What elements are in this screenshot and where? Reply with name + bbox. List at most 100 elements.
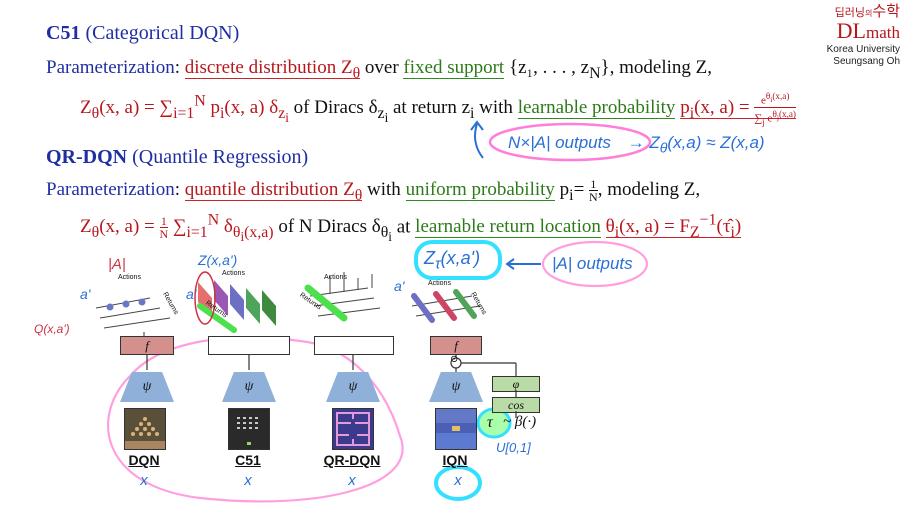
qrdqn-theta-expr3-sub: i xyxy=(730,224,735,242)
c51-formula: Zθ(x, a) = ∑i=1N pi(x, a) δzi xyxy=(80,93,294,125)
qrdqn-of-n-text: of N Diracs δ xyxy=(278,216,381,238)
approx-rest: (x,a) ≈ Z(x,a) xyxy=(667,133,765,152)
iqn-game-screen xyxy=(435,408,477,450)
qrdqn-title-rest: (Quantile Regression) xyxy=(132,146,309,168)
c51-dist-sub: θ xyxy=(352,64,361,82)
dqn-game-screen xyxy=(124,408,166,450)
qrdqn-prob-frac-den: N xyxy=(589,190,598,204)
logo-author: Seungsang Oh xyxy=(833,56,900,67)
output-heads xyxy=(95,271,481,336)
beta-dist: ~ β(·) xyxy=(503,414,537,430)
c51-of-diracs: of Diracs δzi xyxy=(293,97,389,126)
c51-bar xyxy=(214,280,228,316)
qrdqn-sum-sup: N xyxy=(207,212,220,229)
c51-at-return: at return zi xyxy=(392,97,475,122)
qrdqn-param-label: Parameterization xyxy=(46,178,175,200)
logo-korean-left: 딥러닝 xyxy=(834,7,866,19)
iqn-red-mark xyxy=(433,291,457,321)
qrdqn-learnable-loc: learnable return location xyxy=(415,216,601,239)
c51-formula-body-sub: i xyxy=(220,104,225,122)
qrdqn-of-n: of N Diracs δθi xyxy=(278,216,392,245)
c51-label: C51 xyxy=(235,452,261,468)
c51-dist: discrete distribution Zθ xyxy=(184,57,361,82)
qrdqn-prob-eq: = xyxy=(573,178,585,200)
c51-formula-args: (x, a) = ∑ xyxy=(99,97,174,119)
connector-lines xyxy=(146,354,517,376)
iqn-blue-mark xyxy=(411,293,435,323)
c51-formula-delta-subsub: i xyxy=(285,110,289,126)
qrdqn-prob-frac: 1 N xyxy=(589,178,598,203)
qrdqn-colon: : xyxy=(174,178,180,200)
iqn-z-note: Zτ(x,a') xyxy=(424,248,480,273)
qrdqn-theta-expr2: (x, a) = F xyxy=(619,216,690,238)
iqn-outputs-ellipse xyxy=(541,240,649,288)
iqn-z-text: Z xyxy=(424,248,435,268)
qrdqn-prob-sub: i xyxy=(569,186,574,204)
c51-frac-den-sup: θ xyxy=(772,108,777,119)
qrdqn-formula-line: Zθ(x, a) = 1 N ∑i=1N δθi(x,a) of N Dirac… xyxy=(80,212,742,245)
qrdqn-of-n-sub: θ xyxy=(380,224,389,242)
c51-formula-lhs-sub: θ xyxy=(91,104,100,122)
qrdqn-formula-lhs-sub: θ xyxy=(91,224,100,242)
iqn-z-sub: τ xyxy=(435,255,441,273)
tau-symbol: τ xyxy=(487,414,493,431)
iqn-outputs-note: |A| outputs xyxy=(552,254,633,273)
qrdqn-theta-sub: Z xyxy=(690,224,700,242)
qrdqn-modeling: , modeling Z, xyxy=(597,178,701,200)
qrdqn-output-box xyxy=(314,336,394,355)
c51-frac-num-sup: θ xyxy=(765,91,771,101)
c51-bar xyxy=(246,288,260,324)
qrdqn-frac-num: 1 xyxy=(159,214,169,229)
c51-formula-delta-sub: z xyxy=(278,104,286,122)
c51-bar xyxy=(230,284,244,320)
c51-param-line: Parameterization: discrete distribution … xyxy=(46,57,712,83)
qrdqn-formula: Zθ(x, a) = 1 N ∑i=1N δθi(x,a) xyxy=(80,212,274,245)
qrdqn-sum-sub: i=1 xyxy=(186,224,208,242)
c51-formula-line: Zθ(x, a) = ∑i=1N pi(x, a) δzi of Diracs … xyxy=(80,90,796,128)
logo-math: math xyxy=(866,23,900,42)
qrdqn-head xyxy=(304,272,381,322)
qrdqn-sum: ∑ xyxy=(172,216,187,238)
space-invaders-image xyxy=(237,417,258,445)
c51-formula-body2: (x, a) δ xyxy=(224,97,279,119)
iqn-z-args: (x,a') xyxy=(440,248,481,268)
a-prime-dqn-note: a' xyxy=(80,286,91,302)
c51-frac-num-sup2: (x,a) xyxy=(772,91,790,101)
outputs-c51-text: N×|A| outputs xyxy=(508,133,611,152)
q-value-note: Q(x,a') xyxy=(34,322,70,336)
c51-formula-sum-sup: N xyxy=(194,92,206,110)
iqn-head xyxy=(411,289,481,323)
qrdqn-delta: δ xyxy=(223,216,233,238)
c51-frac-den-sup2: (x,a) xyxy=(778,108,796,119)
c51-head xyxy=(194,271,276,333)
dqn-x-note: x xyxy=(140,472,148,489)
logo-korean-right: 수학 xyxy=(872,3,900,20)
logo-dl: DL xyxy=(836,18,866,43)
c51-formula-lhs: Z xyxy=(80,97,92,119)
iqn-label: IQN xyxy=(442,452,468,468)
qrdqn-prob-frac-num: 1 xyxy=(589,177,598,191)
a-prime-iqn-note: a' xyxy=(394,278,405,294)
c51-actions-label: Actions xyxy=(222,270,245,277)
odot-symbol: ⊙ xyxy=(450,354,459,365)
c51-formula-sum-sub: i=1 xyxy=(173,104,195,122)
qrdqn-theta-formula: θi(x, a) = FZ−1(τ̂i) xyxy=(605,212,742,242)
qrdqn-formula-lhs: Z xyxy=(80,216,92,238)
outputs-highlight-ellipse xyxy=(488,122,652,162)
c51-formula-body: p xyxy=(210,97,221,119)
c51-support-set: {z₁, . . . , zN}, modeling Z, xyxy=(509,57,712,82)
enduro-game-image xyxy=(436,409,476,449)
qrdqn-prob-text: p xyxy=(559,178,570,200)
c51-x-note: x xyxy=(244,472,252,489)
qrdqn-with: with xyxy=(367,178,401,200)
qrdqn-green-mark xyxy=(304,284,348,322)
qrdqn-game-screen xyxy=(332,408,374,450)
c51-prob-lhs: p xyxy=(680,97,690,119)
logo: 딥러닝의수학 DLmath Korea University Seungsang… xyxy=(800,3,900,68)
iqn-actions-label: Actions xyxy=(428,280,451,287)
dqn-action-point xyxy=(106,303,114,311)
c51-colon: : xyxy=(174,57,180,78)
uniform-note: U[0,1] xyxy=(496,440,531,455)
c51-bar xyxy=(262,290,276,326)
c51-title: C51 (Categorical DQN) xyxy=(46,22,239,45)
